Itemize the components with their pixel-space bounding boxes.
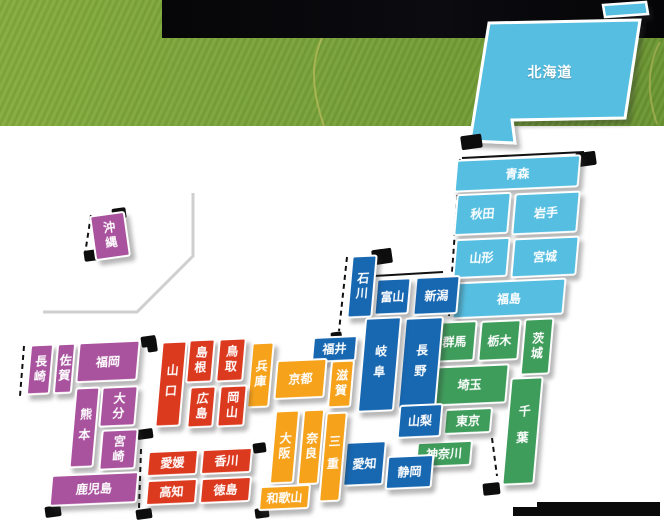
field-line-markings bbox=[313, 37, 661, 126]
bottom-banner-fragment bbox=[513, 502, 660, 516]
prefecture-kagoshima[interactable]: 鹿児島 bbox=[48, 471, 140, 507]
prefecture-yamagata[interactable]: 山形 bbox=[452, 236, 511, 280]
prefecture-tokushima[interactable]: 徳島 bbox=[198, 475, 253, 505]
prefecture-miyagi[interactable]: 宮城 bbox=[510, 235, 580, 279]
prefecture-nagasaki[interactable]: 長崎 bbox=[25, 343, 55, 396]
prefecture-shiga[interactable]: 滋賀 bbox=[326, 359, 356, 409]
prefecture-okinawa[interactable]: 沖縄 bbox=[88, 210, 132, 262]
prefecture-yamanashi[interactable]: 山梨 bbox=[396, 403, 444, 439]
prefecture-shimane[interactable]: 島根 bbox=[185, 338, 216, 384]
prefecture-fukushima[interactable]: 福島 bbox=[451, 277, 567, 320]
prefecture-tochigi[interactable]: 栃木 bbox=[477, 319, 522, 362]
prefecture-okayama[interactable]: 岡山 bbox=[216, 384, 248, 428]
prefecture-kyoto[interactable]: 京都 bbox=[273, 357, 328, 401]
prefecture-ehime[interactable]: 愛媛 bbox=[145, 448, 200, 478]
prefecture-saitama[interactable]: 埼玉 bbox=[429, 363, 510, 407]
prefecture-niigata[interactable]: 新潟 bbox=[412, 275, 461, 316]
prefecture-aomori[interactable]: 青森 bbox=[453, 154, 582, 193]
prefecture-kochi[interactable]: 高知 bbox=[144, 477, 199, 507]
okinawa-divider-line bbox=[43, 193, 195, 314]
prefecture-oita[interactable]: 大分 bbox=[98, 385, 139, 428]
prefecture-tottori[interactable]: 鳥取 bbox=[215, 337, 247, 383]
prefecture-hiroshima[interactable]: 広島 bbox=[186, 385, 217, 429]
prefecture-miyazaki[interactable]: 宮崎 bbox=[98, 428, 139, 471]
prefecture-nagano[interactable]: 長野 bbox=[396, 316, 445, 411]
hokkaido-island-fragment bbox=[601, 0, 650, 19]
prefecture-wakayama[interactable]: 和歌山 bbox=[257, 483, 312, 512]
prefecture-toyama[interactable]: 富山 bbox=[373, 277, 412, 316]
prefecture-akita[interactable]: 秋田 bbox=[453, 191, 512, 237]
prefecture-shizuoka[interactable]: 静岡 bbox=[384, 453, 435, 491]
prefecture-ibaraki[interactable]: 茨城 bbox=[519, 317, 555, 376]
card-edge-lines bbox=[373, 151, 585, 277]
prefecture-tokyo[interactable]: 東京 bbox=[442, 406, 494, 436]
prefecture-hokkaido[interactable] bbox=[468, 18, 642, 145]
prefecture-fukuoka[interactable]: 福岡 bbox=[75, 339, 141, 384]
prefecture-aichi[interactable]: 愛知 bbox=[342, 440, 387, 487]
prefecture-kagawa[interactable]: 香川 bbox=[199, 446, 254, 476]
prefecture-iwate[interactable]: 岩手 bbox=[511, 190, 581, 236]
dashed-card-edges bbox=[19, 158, 498, 509]
